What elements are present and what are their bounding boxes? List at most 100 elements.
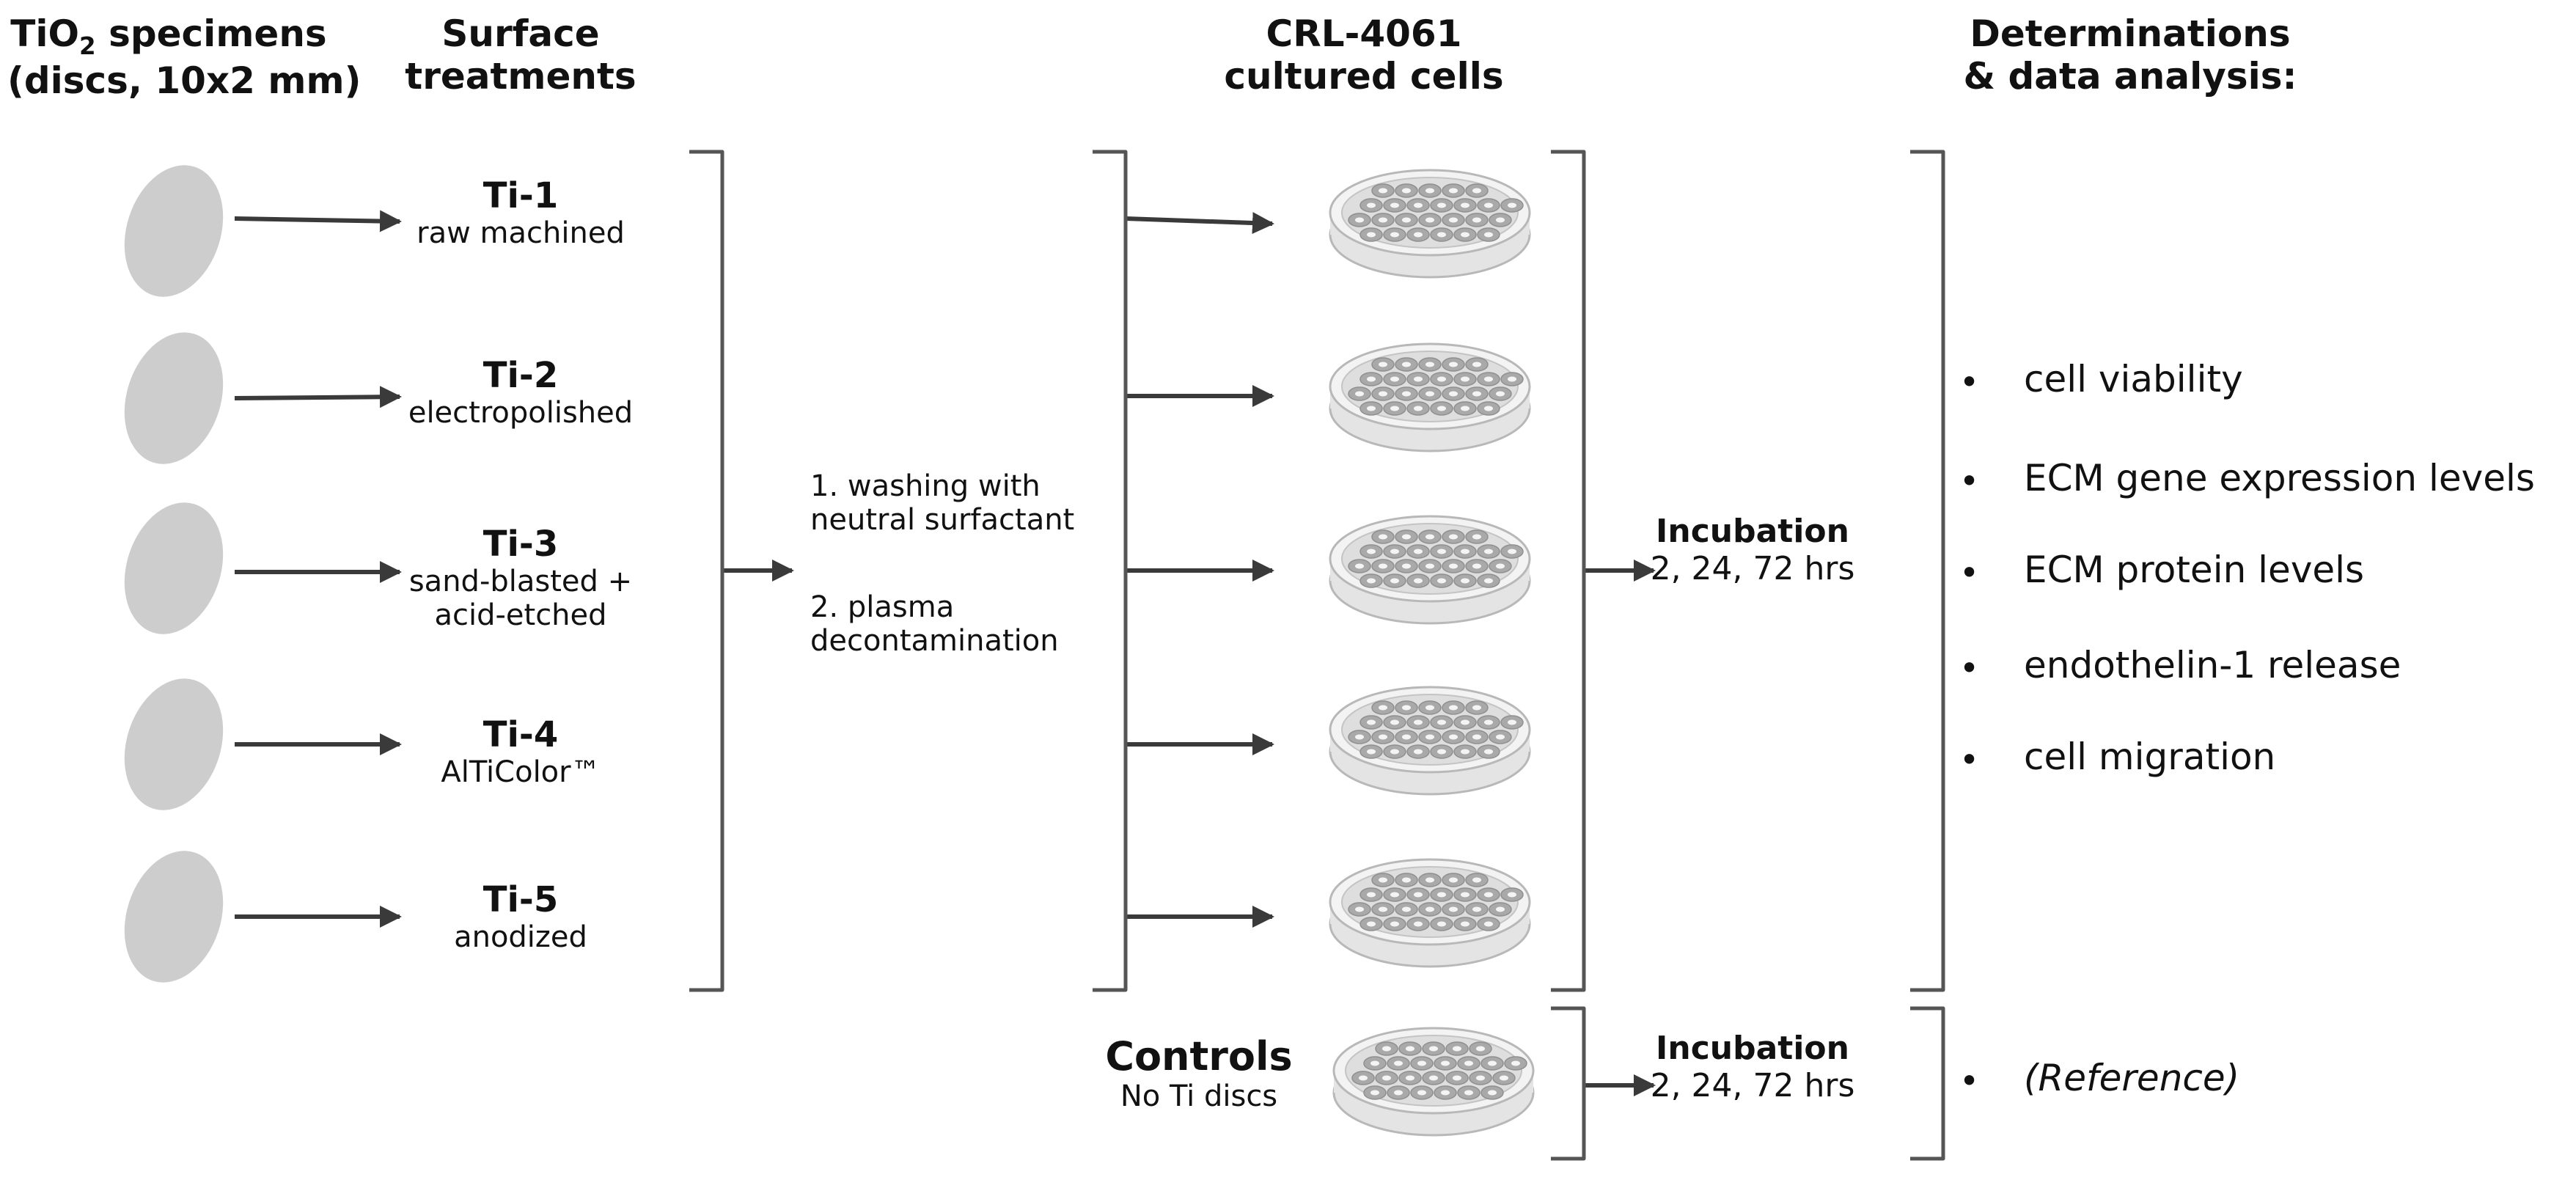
cell-nucleus xyxy=(1472,877,1481,883)
cell-nucleus xyxy=(1382,1075,1391,1081)
cell-nucleus xyxy=(1414,232,1423,238)
cell-nucleus xyxy=(1453,1075,1461,1081)
cell-nucleus xyxy=(1414,406,1423,411)
treatment-desc: AlTiColor™ xyxy=(441,755,601,790)
cell-nucleus xyxy=(1449,734,1458,740)
cell-nucleus xyxy=(1461,719,1469,725)
treatment-desc: sand-blasted + xyxy=(408,565,633,599)
cell-nucleus xyxy=(1437,202,1446,208)
cell-nucleus xyxy=(1461,376,1469,382)
cell-nucleus xyxy=(1402,563,1411,569)
determination-label: endothelin-1 release xyxy=(2024,644,2401,686)
cell-nucleus xyxy=(1508,549,1516,554)
controls-title: Controls xyxy=(1105,1033,1293,1079)
cell-nucleus xyxy=(1379,877,1387,883)
cell-nucleus xyxy=(1449,217,1458,223)
cell-nucleus xyxy=(1425,188,1434,194)
cell-nucleus xyxy=(1402,877,1411,883)
cell-nucleus xyxy=(1355,563,1364,569)
cell-nucleus xyxy=(1379,734,1387,740)
incubation-treated: Incubation 2, 24, 72 hrs xyxy=(1643,513,1863,587)
cell-nucleus xyxy=(1484,202,1493,208)
petri-dishes-group xyxy=(1329,169,1535,1137)
cell-nucleus xyxy=(1402,734,1411,740)
treatment-desc: acid-etched xyxy=(434,598,607,633)
brackets-group xyxy=(689,150,1945,1161)
cell-nucleus xyxy=(1464,1060,1473,1066)
cell-nucleus xyxy=(1390,202,1399,208)
cell-nucleus xyxy=(1414,892,1423,898)
ti-discs-group xyxy=(124,165,224,983)
bracket-controls-dish xyxy=(1551,1006,1586,1161)
cell-nucleus xyxy=(1472,391,1481,397)
cell-nucleus xyxy=(1441,1090,1450,1096)
cell-nucleus xyxy=(1355,734,1364,740)
bullet-point: • xyxy=(1959,553,1980,593)
determination-label: ECM gene expression levels xyxy=(2024,457,2535,499)
ti-disc-2 xyxy=(124,332,224,464)
cell-nucleus xyxy=(1472,217,1481,223)
bullet-point: • xyxy=(1959,740,1980,780)
cell-nucleus xyxy=(1449,534,1458,540)
cell-nucleus xyxy=(1425,563,1434,569)
incubation-title: Incubation xyxy=(1656,513,1849,550)
cell-nucleus xyxy=(1472,705,1481,711)
cell-nucleus xyxy=(1355,391,1364,397)
cell-nucleus xyxy=(1461,892,1469,898)
cell-nucleus xyxy=(1500,1075,1508,1081)
cell-nucleus xyxy=(1461,921,1469,927)
cell-nucleus xyxy=(1484,232,1493,238)
cell-nucleus xyxy=(1379,188,1387,194)
petri-dish-6 xyxy=(1332,1027,1535,1137)
cell-nucleus xyxy=(1382,1046,1391,1052)
cell-nucleus xyxy=(1461,578,1469,584)
reference-bullet: • xyxy=(1959,1061,1980,1101)
cell-nucleus xyxy=(1437,406,1446,411)
header-determinations: Determinations& data analysis: xyxy=(1963,12,2297,98)
bracket-process xyxy=(1093,150,1128,992)
cell-nucleus xyxy=(1367,232,1376,238)
cell-nucleus xyxy=(1496,391,1505,397)
cell-nucleus xyxy=(1406,1046,1414,1052)
cell-nucleus xyxy=(1390,719,1399,725)
cell-nucleus xyxy=(1355,217,1364,223)
cell-nucleus xyxy=(1449,906,1458,912)
cell-nucleus xyxy=(1461,749,1469,755)
determination-item: •cell viability xyxy=(1959,358,2243,402)
cell-nucleus xyxy=(1425,906,1434,912)
cell-nucleus xyxy=(1429,1046,1438,1052)
bullet-point: • xyxy=(1959,648,1980,688)
cell-nucleus xyxy=(1449,391,1458,397)
cell-nucleus xyxy=(1417,1060,1426,1066)
determination-item: •ECM protein levels xyxy=(1959,549,2364,593)
cell-nucleus xyxy=(1402,362,1411,367)
cell-nucleus xyxy=(1379,906,1387,912)
cell-nucleus xyxy=(1425,877,1434,883)
cell-nucleus xyxy=(1402,188,1411,194)
cell-nucleus xyxy=(1414,719,1423,725)
cell-nucleus xyxy=(1472,906,1481,912)
treatment-name: Ti-2 xyxy=(482,355,559,396)
reference-item: • (Reference) xyxy=(1959,1057,2239,1101)
cell-nucleus xyxy=(1472,534,1481,540)
cell-nucleus xyxy=(1425,534,1434,540)
cell-nucleus xyxy=(1441,1060,1450,1066)
cell-nucleus xyxy=(1390,232,1399,238)
bullet-point: • xyxy=(1959,362,1980,402)
petri-dish-3 xyxy=(1329,515,1531,625)
cell-nucleus xyxy=(1425,362,1434,367)
cell-nucleus xyxy=(1496,734,1505,740)
cell-nucleus xyxy=(1472,563,1481,569)
ti-disc-1 xyxy=(124,165,224,297)
arrow-to-dish-1 xyxy=(1125,212,1274,235)
cell-nucleus xyxy=(1367,921,1376,927)
cell-nucleus xyxy=(1461,549,1469,554)
controls-subtitle: No Ti discs xyxy=(1120,1079,1278,1114)
cell-nucleus xyxy=(1437,549,1446,554)
treatment-desc: anodized xyxy=(454,920,587,955)
cell-nucleus xyxy=(1390,578,1399,584)
controls-label: Controls No Ti discs xyxy=(1093,1033,1305,1114)
